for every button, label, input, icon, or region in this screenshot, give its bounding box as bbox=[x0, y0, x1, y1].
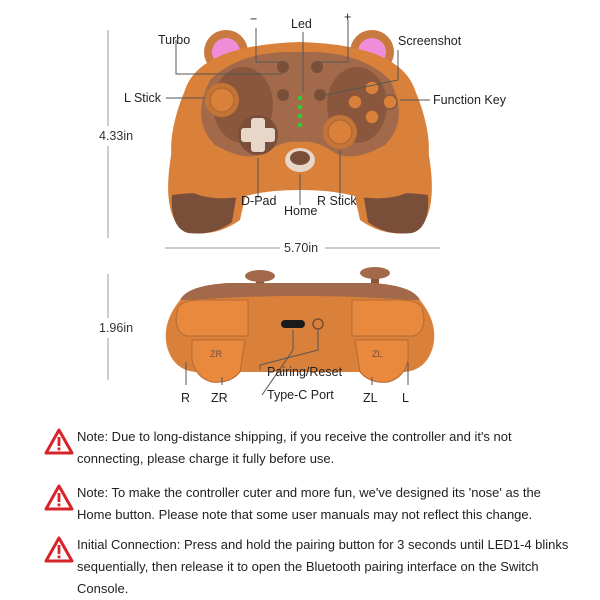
zr-mark: ZR bbox=[210, 349, 222, 359]
r-bumper[interactable] bbox=[175, 299, 249, 337]
bottom-top-edge bbox=[180, 283, 420, 300]
pairing-reset-label: Pairing/Reset bbox=[267, 365, 343, 379]
note-text: Note: To make the controller cuter and m… bbox=[77, 485, 541, 522]
note-text: Note: Due to long-distance shipping, if … bbox=[77, 429, 512, 466]
l-stick[interactable] bbox=[205, 83, 239, 117]
controller-illustration bbox=[107, 20, 440, 396]
zr-label: ZR bbox=[211, 391, 228, 405]
face-buttons[interactable] bbox=[347, 80, 398, 125]
turbo-label: Turbo bbox=[158, 33, 191, 47]
home-button[interactable] bbox=[285, 148, 315, 172]
type-c-port bbox=[281, 320, 305, 328]
pairing-reset-button[interactable] bbox=[312, 318, 324, 330]
home-label: Home bbox=[284, 204, 318, 218]
controller-bottom-view bbox=[107, 267, 435, 396]
zl-trigger[interactable] bbox=[354, 339, 409, 383]
plus-label: + bbox=[344, 10, 352, 24]
width-dimension: 5.70in bbox=[284, 241, 319, 255]
controller-top-view bbox=[107, 20, 440, 249]
zl-label: ZL bbox=[363, 391, 378, 405]
turbo-button[interactable] bbox=[277, 89, 289, 101]
right-grip-tip bbox=[364, 193, 429, 234]
led-label: Led bbox=[291, 17, 312, 31]
minus-button[interactable] bbox=[277, 61, 289, 73]
screenshot-label: Screenshot bbox=[398, 34, 462, 48]
r-stick-label: R Stick bbox=[317, 194, 357, 208]
depth-dimension: 1.96in bbox=[99, 321, 134, 335]
d-pad-label: D-Pad bbox=[241, 194, 277, 208]
height-dimension: 4.33in bbox=[99, 129, 134, 143]
r-label: R bbox=[181, 391, 191, 405]
minus-label: − bbox=[250, 12, 258, 26]
plus-button[interactable] bbox=[311, 61, 323, 73]
bottom-right-stick bbox=[360, 267, 390, 287]
warning-icon bbox=[44, 536, 74, 563]
top-leader-lines bbox=[166, 20, 430, 205]
function-key-label: Function Key bbox=[433, 93, 506, 107]
bottom-leader-lines bbox=[185, 330, 409, 396]
zl-mark: ZL bbox=[372, 349, 383, 359]
left-grip-tip bbox=[171, 193, 236, 234]
warning-icon bbox=[44, 484, 74, 511]
r-stick[interactable] bbox=[323, 115, 357, 149]
type-c-port-label: Type-C Port bbox=[267, 388, 334, 402]
warning-icon bbox=[44, 428, 74, 455]
l-bumper[interactable] bbox=[351, 299, 425, 337]
l-stick-label: L Stick bbox=[124, 91, 162, 105]
note-text: Initial Connection: Press and hold the p… bbox=[77, 537, 569, 596]
d-pad[interactable] bbox=[238, 115, 278, 155]
zr-trigger[interactable] bbox=[191, 339, 246, 383]
led-indicators bbox=[297, 95, 303, 128]
screenshot-button[interactable] bbox=[314, 89, 326, 101]
top-dimension-lines bbox=[107, 30, 440, 249]
l-label: L bbox=[402, 391, 409, 405]
